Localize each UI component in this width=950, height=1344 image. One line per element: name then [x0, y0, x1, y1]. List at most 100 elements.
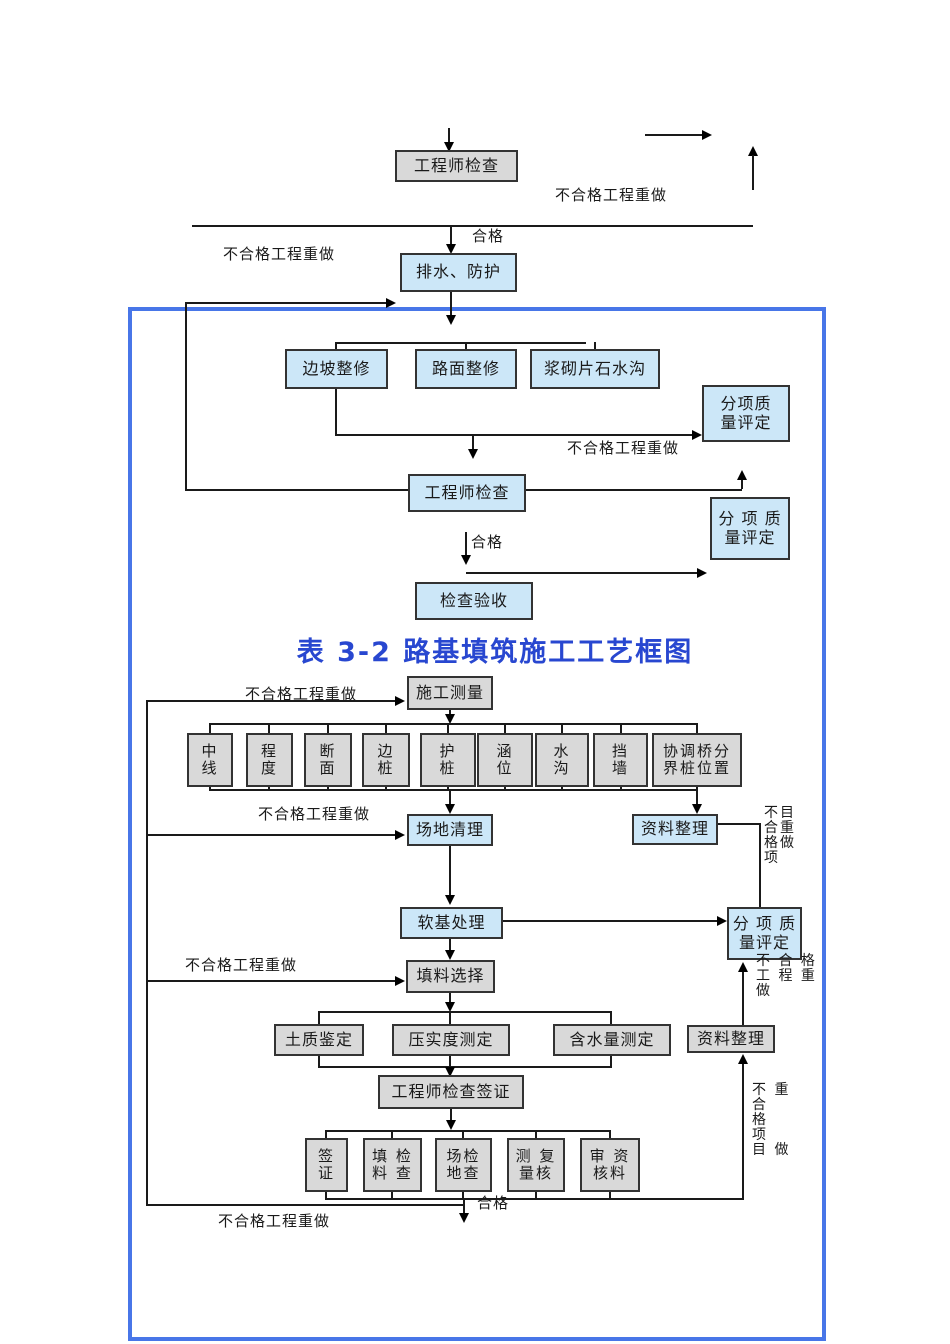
- connector-line: [318, 1011, 320, 1024]
- node-pavement-repair: 路面整修: [415, 349, 517, 389]
- connector-line: [645, 134, 703, 136]
- node-center-line: 中 线: [187, 733, 233, 787]
- arrowhead: [461, 555, 471, 565]
- connector-line: [391, 1130, 393, 1138]
- node-site-clearing: 场地清理: [407, 814, 493, 846]
- node-engineer-check-2: 工程师检查: [408, 474, 526, 512]
- node-quality-eval-3: 分 项 质 量评定: [727, 907, 802, 960]
- connector-line: [449, 1011, 451, 1024]
- connector-line: [466, 572, 698, 574]
- connector-line: [526, 489, 742, 491]
- connector-line: [610, 1011, 612, 1024]
- connector-line: [447, 784, 449, 790]
- arrowhead: [738, 962, 748, 972]
- connector-line: [696, 723, 698, 733]
- connector-line: [449, 710, 451, 715]
- connector-line: [192, 225, 753, 227]
- node-soil-test: 土质鉴定: [274, 1024, 364, 1056]
- connector-line: [609, 1192, 611, 1200]
- connector-line: [620, 784, 622, 790]
- label-rework: 不合格工程重做: [555, 186, 668, 204]
- arrowhead: [446, 1120, 456, 1130]
- connector-line: [146, 1204, 464, 1206]
- connector-line: [620, 723, 622, 733]
- node-drainage: 排水、防护: [400, 253, 517, 292]
- connector-line: [335, 342, 586, 344]
- connector-line: [335, 434, 693, 436]
- connector-line: [209, 723, 211, 733]
- connector-line: [504, 784, 506, 790]
- connector-line: [268, 723, 270, 733]
- node-fill-selection: 填料选择: [406, 960, 495, 993]
- connector-line: [447, 723, 449, 733]
- node-measure-recheck: 测 复 量核: [507, 1138, 565, 1192]
- arrowhead: [702, 130, 712, 140]
- label-rework-vertical: 不 重 合 格 项 目 做: [752, 1082, 791, 1159]
- node-section: 断 面: [304, 733, 352, 787]
- arrowhead: [395, 696, 405, 706]
- connector-line: [449, 789, 451, 805]
- connector-line: [209, 789, 698, 791]
- node-quality-eval-1: 分项质 量评定: [702, 385, 790, 442]
- arrowhead: [692, 804, 702, 814]
- connector-line: [327, 723, 329, 733]
- connector-line: [385, 723, 387, 733]
- connector-line: [325, 1198, 611, 1200]
- label-rework: 不合格工程重做: [223, 245, 336, 263]
- node-bridge-boundary: 协调桥分 界桩位置: [652, 733, 742, 787]
- node-ditch: 水 沟: [535, 733, 589, 787]
- connector-line: [742, 972, 744, 1025]
- node-water-content-test: 含水量测定: [553, 1024, 671, 1056]
- connector-line: [450, 225, 452, 246]
- arrowhead: [445, 950, 455, 960]
- connector-line: [146, 834, 396, 836]
- page-title: 表 3-2 路基填筑施工工艺框图: [296, 637, 694, 668]
- connector-line: [742, 1063, 744, 1200]
- connector-line: [465, 532, 467, 557]
- connector-line: [318, 1056, 320, 1067]
- connector-line: [561, 723, 563, 733]
- node-compaction-test: 压实度测定: [392, 1024, 510, 1056]
- connector-line: [449, 846, 451, 896]
- connector-line: [146, 980, 396, 982]
- connector-line: [609, 1198, 744, 1200]
- connector-line: [696, 784, 698, 790]
- connector-line: [185, 302, 187, 490]
- connector-line: [609, 1130, 611, 1138]
- arrowhead: [748, 146, 758, 156]
- connector-line: [741, 479, 743, 489]
- label-rework: 不合格工程重做: [218, 1212, 331, 1230]
- connector-line: [535, 1130, 537, 1138]
- connector-line: [561, 784, 563, 790]
- label-rework: 不合格工程重做: [245, 685, 358, 703]
- connector-line: [325, 1130, 611, 1132]
- connector-line: [449, 1056, 451, 1067]
- node-data-sorting-2: 资料整理: [687, 1025, 775, 1053]
- connector-line: [472, 434, 474, 450]
- node-retaining-wall: 挡 墙: [593, 733, 648, 787]
- label-pass: 合格: [472, 227, 505, 245]
- node-culvert-pos: 涵 位: [477, 733, 533, 787]
- connector-line: [462, 1192, 464, 1200]
- connector-line: [449, 939, 451, 951]
- connector-line: [318, 1011, 612, 1013]
- arrowhead: [386, 298, 396, 308]
- arrowhead: [395, 976, 405, 986]
- arrowhead: [445, 1002, 455, 1012]
- connector-line: [594, 342, 596, 349]
- arrowhead: [445, 895, 455, 905]
- connector-line: [462, 1130, 464, 1138]
- flow-diagram-frame: [128, 307, 826, 1341]
- node-soft-base: 软基处理: [400, 907, 503, 939]
- node-guard-stake: 护 桩: [420, 733, 476, 787]
- node-site-check: 场检 地查: [435, 1138, 492, 1192]
- connector-line: [449, 993, 451, 1003]
- label-rework: 不合格工程重做: [185, 956, 298, 974]
- connector-line: [335, 342, 337, 349]
- node-grade: 程 度: [246, 733, 293, 787]
- connector-line: [209, 784, 211, 790]
- node-slope-repair: 边坡整修: [285, 349, 388, 389]
- connector-line: [325, 1130, 327, 1138]
- connector-line: [718, 823, 761, 825]
